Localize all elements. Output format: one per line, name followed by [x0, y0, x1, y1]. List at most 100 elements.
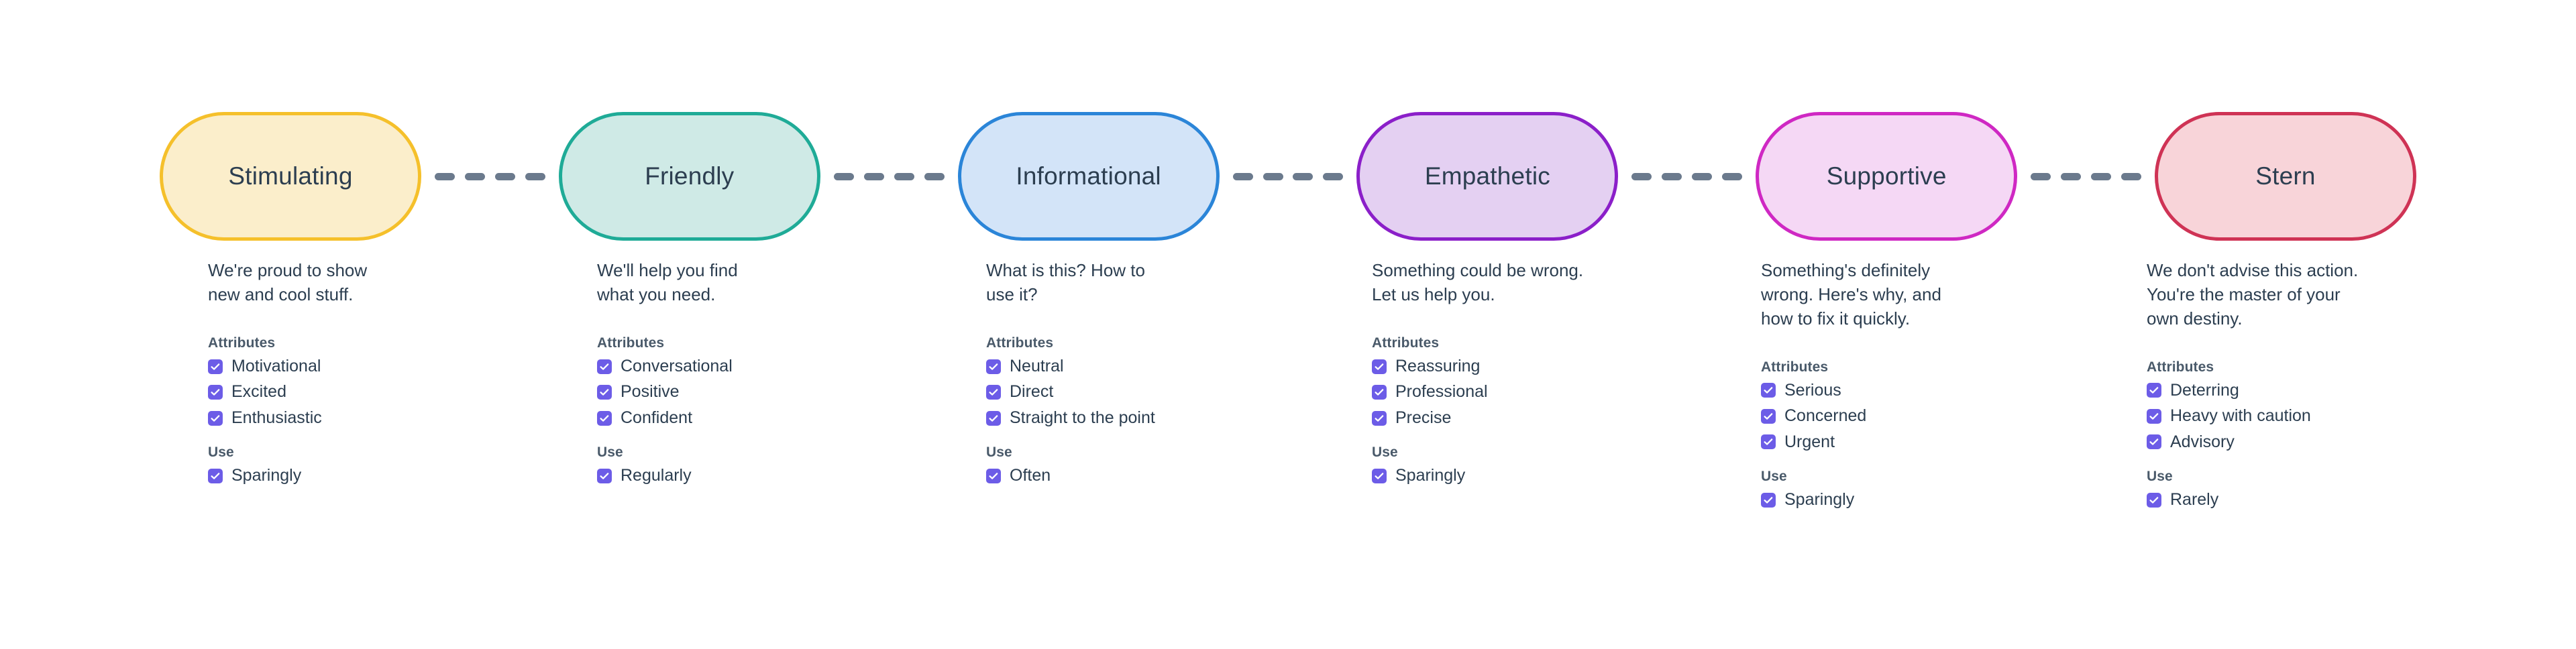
attribute-item[interactable]: Conversational	[597, 357, 885, 376]
attribute-item[interactable]: Reassuring	[1372, 357, 1660, 376]
tone-column-stern: We don't advise this action. You're the …	[2147, 259, 2435, 510]
attributes-heading: Attributes	[986, 335, 1054, 351]
attribute-label: Heavy with caution	[2170, 406, 2311, 426]
check-icon[interactable]	[208, 410, 223, 426]
tone-pill-friendly[interactable]: Friendly	[558, 112, 820, 241]
use-item[interactable]: Often	[986, 467, 1275, 485]
check-icon[interactable]	[1372, 385, 1387, 400]
use-list: Sparingly	[1761, 491, 2049, 510]
attribute-item[interactable]: Concerned	[1761, 407, 2049, 426]
attributes-heading: Attributes	[208, 335, 276, 351]
use-item[interactable]: Rarely	[2147, 491, 2435, 510]
check-icon[interactable]	[208, 359, 223, 374]
attribute-item[interactable]: Advisory	[2147, 432, 2435, 452]
dash-segment	[464, 172, 485, 180]
attributes-heading: Attributes	[1761, 359, 1829, 375]
attribute-label: Confident	[621, 408, 693, 427]
attribute-label: Excited	[231, 382, 286, 402]
check-icon[interactable]	[208, 385, 223, 400]
attribute-label: Professional	[1395, 382, 1488, 402]
check-icon[interactable]	[208, 469, 223, 483]
tone-description: Something's definitely wrong. Here's why…	[1761, 260, 1941, 329]
check-icon[interactable]	[1372, 410, 1387, 426]
check-icon[interactable]	[1372, 469, 1387, 483]
tone-pill-label: Empathetic	[1424, 162, 1550, 190]
use-item[interactable]: Regularly	[597, 467, 885, 485]
use-heading: Use	[1372, 445, 1398, 461]
use-item[interactable]: Sparingly	[1761, 491, 2049, 510]
check-icon[interactable]	[1761, 434, 1776, 450]
dash-segment	[1631, 172, 1652, 180]
check-icon[interactable]	[2147, 434, 2161, 450]
attribute-label: Reassuring	[1395, 356, 1481, 375]
attribute-item[interactable]: Direct	[986, 383, 1275, 402]
dash-segment	[1722, 172, 1743, 180]
attribute-label: Motivational	[231, 356, 321, 375]
check-icon[interactable]	[2147, 383, 2161, 398]
attribute-item[interactable]: Serious	[1761, 381, 2049, 400]
check-icon[interactable]	[2147, 408, 2161, 424]
check-icon[interactable]	[597, 385, 612, 400]
attribute-item[interactable]: Straight to the point	[986, 408, 1275, 428]
attribute-item[interactable]: Precise	[1372, 408, 1660, 428]
tone-pill-stimulating[interactable]: Stimulating	[160, 112, 421, 241]
check-icon[interactable]	[1761, 383, 1776, 398]
check-icon[interactable]	[1761, 408, 1776, 424]
tone-pill-informational[interactable]: Informational	[957, 112, 1220, 241]
check-icon[interactable]	[1372, 359, 1387, 374]
check-icon[interactable]	[986, 385, 1001, 400]
check-icon[interactable]	[986, 469, 1001, 483]
attribute-item[interactable]: Motivational	[208, 357, 496, 376]
attribute-item[interactable]: Confident	[597, 408, 885, 428]
attribute-label: Straight to the point	[1010, 408, 1155, 427]
check-icon[interactable]	[986, 359, 1001, 374]
tone-pill-supportive[interactable]: Supportive	[1756, 112, 2018, 241]
dash-segment	[1263, 172, 1283, 180]
check-icon[interactable]	[597, 359, 612, 374]
dash-segment	[1293, 172, 1313, 180]
attribute-label: Direct	[1010, 382, 1054, 402]
use-item[interactable]: Sparingly	[1372, 467, 1660, 485]
attribute-item[interactable]: Deterring	[2147, 381, 2435, 400]
check-icon[interactable]	[597, 469, 612, 483]
tone-pill-label: Stimulating	[228, 162, 353, 190]
use-label: Sparingly	[231, 466, 302, 485]
tone-description: We'll help you find what you need.	[597, 260, 738, 304]
attribute-item[interactable]: Excited	[208, 383, 496, 402]
use-label: Sparingly	[1395, 466, 1466, 485]
dashed-line-icon	[1220, 172, 1357, 180]
check-icon[interactable]	[2147, 492, 2161, 508]
dash-segment	[2061, 172, 2082, 180]
dash-segment	[863, 172, 884, 180]
tone-description: What is this? How to use it?	[986, 260, 1145, 304]
use-heading: Use	[208, 445, 234, 461]
tone-detail-columns: We're proud to show new and cool stuff.A…	[0, 259, 2576, 594]
check-icon[interactable]	[597, 410, 612, 426]
dash-segment	[1692, 172, 1713, 180]
dash-segment	[2121, 172, 2141, 180]
dash-segment	[1662, 172, 1682, 180]
check-icon[interactable]	[986, 410, 1001, 426]
attribute-item[interactable]: Professional	[1372, 383, 1660, 402]
tone-pill-stern[interactable]: Stern	[2154, 112, 2416, 241]
attribute-label: Precise	[1395, 408, 1452, 427]
tone-description: We don't advise this action. You're the …	[2147, 260, 2359, 329]
attribute-label: Serious	[1784, 380, 1841, 400]
attribute-item[interactable]: Urgent	[1761, 432, 2049, 452]
attribute-item[interactable]: Positive	[597, 383, 885, 402]
attributes-heading: Attributes	[597, 335, 665, 351]
tone-pill-empathetic[interactable]: Empathetic	[1356, 112, 1619, 241]
check-icon[interactable]	[1761, 492, 1776, 508]
dash-segment	[924, 172, 945, 180]
attribute-item[interactable]: Enthusiastic	[208, 408, 496, 428]
use-list: Sparingly	[1372, 467, 1660, 485]
attribute-item[interactable]: Neutral	[986, 357, 1275, 376]
use-item[interactable]: Sparingly	[208, 467, 496, 485]
attribute-item[interactable]: Heavy with caution	[2147, 407, 2435, 426]
